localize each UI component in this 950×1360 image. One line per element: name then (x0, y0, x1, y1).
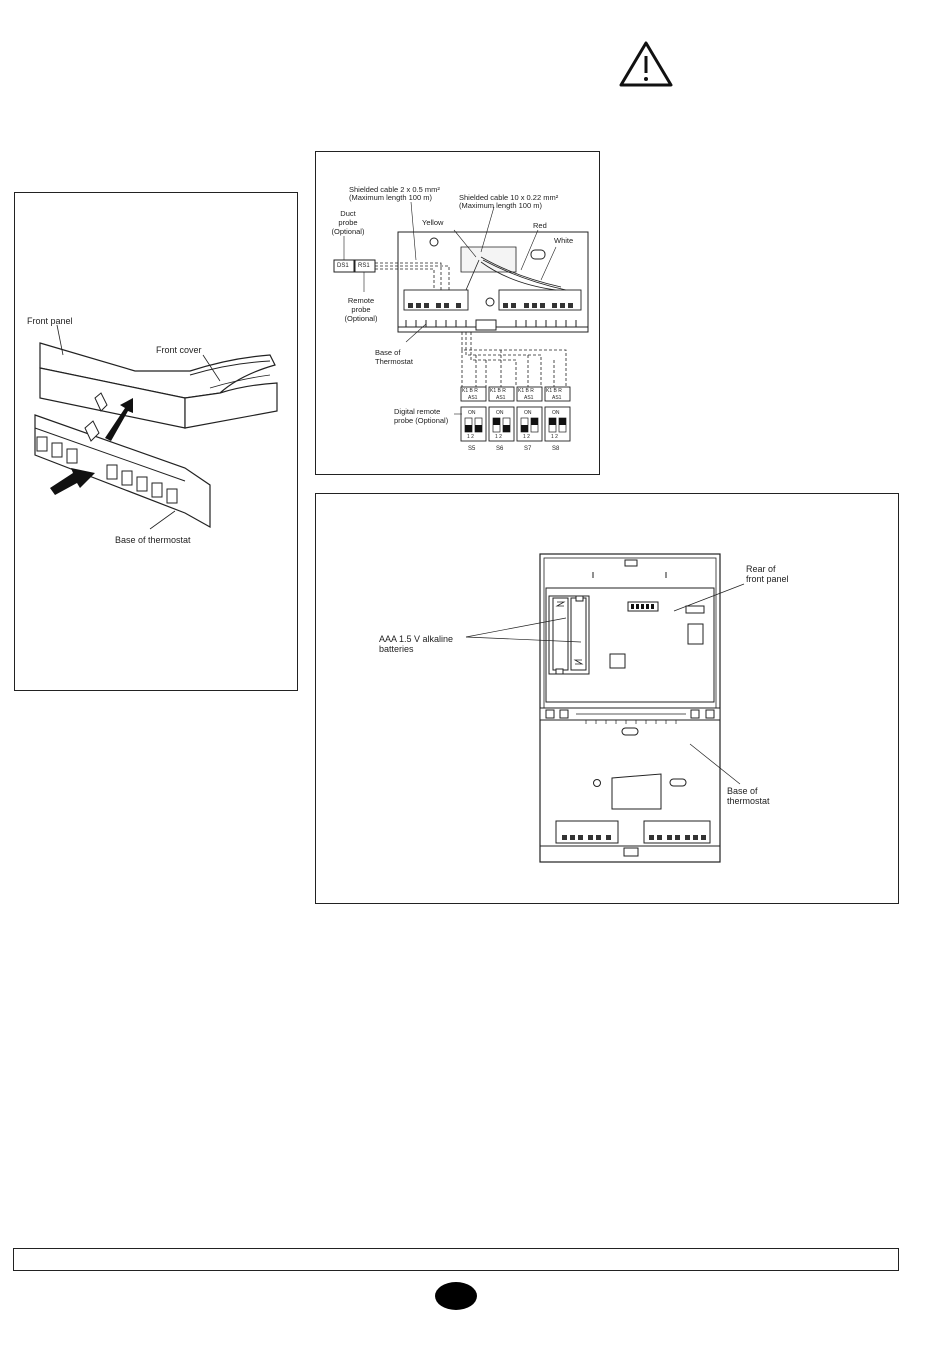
switch-on-label: ON (468, 410, 476, 416)
label-cable-2-length: (Maximum length 100 m) (349, 193, 432, 202)
label-cable-10-length: (Maximum length 100 m) (459, 201, 542, 210)
warning-triangle-icon (618, 40, 674, 88)
probe-id-s8: S8 (552, 446, 560, 452)
footer-bar (13, 1248, 899, 1271)
probe-as: AS1 (552, 395, 562, 401)
switch-on-label: ON (524, 410, 532, 416)
battery-location-drawing (465, 553, 745, 863)
switch-numbers: 1 2 (467, 434, 474, 440)
figure-front-cover-removal: Front panel Front cover Base of thermost… (14, 192, 298, 691)
probe-terms: K1 B R (462, 388, 478, 394)
label-yellow: Yellow (422, 218, 444, 227)
probe-terms: K1 B R (518, 388, 534, 394)
label-red: Red (533, 221, 547, 230)
switch-numbers: 1 2 (495, 434, 502, 440)
label-front-panel: Front panel (27, 316, 73, 326)
probe-id-s7: S7 (524, 446, 532, 452)
probe-id-s6: S6 (496, 446, 504, 452)
switch-numbers: 1 2 (551, 434, 558, 440)
probe-as: AS1 (468, 395, 478, 401)
probe-terms: K1 B R (546, 388, 562, 394)
probe-id-s5: S5 (468, 446, 476, 452)
switch-numbers: 1 2 (523, 434, 530, 440)
page-number-badge (435, 1282, 477, 1310)
label-white: White (554, 236, 574, 245)
label-shielded-cable-2: Shielded cable 2 x 0.5 mm² (349, 185, 440, 194)
label-ds1: DS1 (337, 263, 349, 269)
label-rs1: RS1 (358, 263, 370, 269)
probe-as: AS1 (496, 395, 506, 401)
thermostat-opening-drawing (34, 324, 278, 530)
wiring-diagram-drawing (333, 201, 589, 442)
switch-on-label: ON (496, 410, 504, 416)
probe-as: AS1 (524, 395, 534, 401)
label-base-of-thermostat: Base of thermostat (115, 535, 191, 545)
probe-terms: K1 B R (490, 388, 506, 394)
label-front-cover: Front cover (156, 345, 202, 355)
figure-wiring-diagram: Shielded cable 2 x 0.5 mm² (Maximum leng… (315, 151, 600, 475)
label-shielded-cable-10: Shielded cable 10 x 0.22 mm² (459, 193, 559, 202)
switch-on-label: ON (552, 410, 560, 416)
